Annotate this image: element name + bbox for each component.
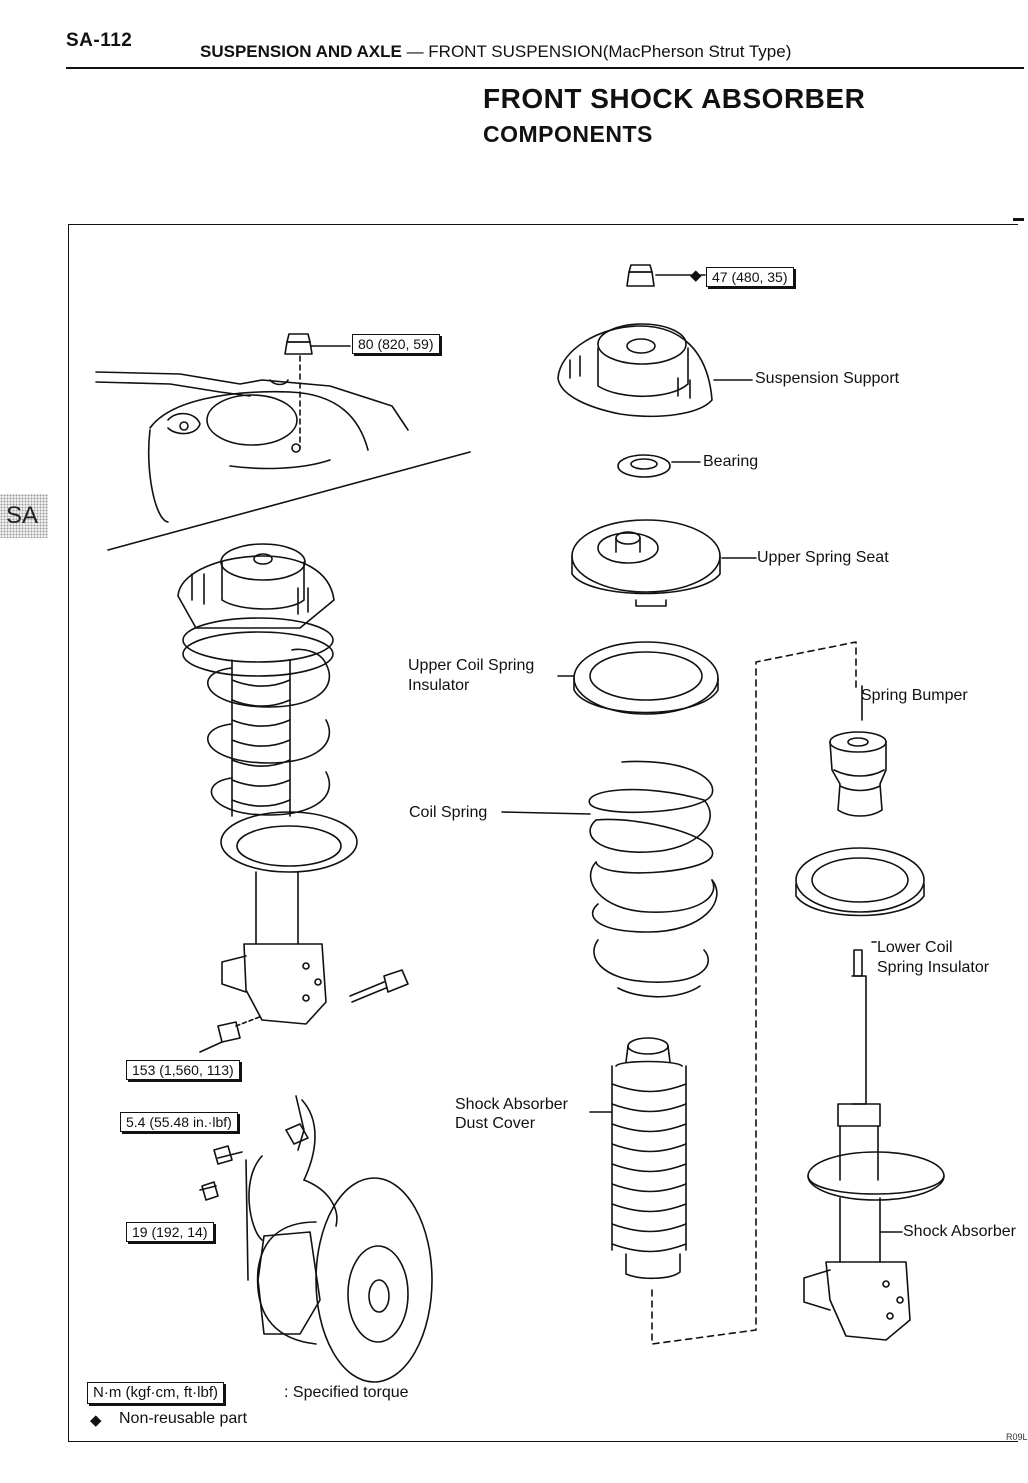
- bearing-drawing: [618, 455, 700, 477]
- assembled-strut: [178, 544, 357, 1024]
- drawing-code: R09L: [1006, 1432, 1028, 1442]
- label-shock-absorber-dust-cover-2: Dust Cover: [455, 1115, 536, 1132]
- label-upper-coil-spring-insulator-1: Upper Coil Spring: [408, 657, 535, 674]
- subsection-title: FRONT SUSPENSION(MacPherson Strut Type): [428, 42, 792, 61]
- strut-upper-nut: [285, 334, 350, 354]
- header-rule: [66, 67, 1024, 69]
- diagram-frame: [68, 224, 1018, 1442]
- nonreusable-marker: ◆: [690, 267, 702, 284]
- coil-spring-drawing: [502, 761, 717, 996]
- page-subtitle: COMPONENTS: [483, 121, 653, 147]
- label-suspension-support: Suspension Support: [755, 370, 900, 387]
- label-bearing: Bearing: [703, 453, 759, 470]
- label-upper-spring-seat: Upper Spring Seat: [757, 549, 889, 566]
- torque-box-strut-upper: 80 (820, 59): [352, 334, 440, 354]
- torque-box-piston-rod-nut: 47 (480, 35): [706, 267, 794, 287]
- legend-torque-unit: N·m (kgf·cm, ft·lbf): [87, 1382, 224, 1404]
- section-title: SUSPENSION AND AXLE: [200, 42, 402, 61]
- legend-diamond-icon: ◆: [90, 1412, 102, 1429]
- lower-coil-spring-insulator-drawing: [796, 848, 924, 942]
- section-header: SUSPENSION AND AXLE — FRONT SUSPENSION(M…: [200, 42, 791, 62]
- piston-rod-nut: [627, 265, 705, 286]
- brake-assembly: [200, 1096, 432, 1382]
- label-lower-coil-spring-insulator-2: Spring Insulator: [877, 959, 990, 976]
- torque-box-sensor-bolt: 19 (192, 14): [126, 1222, 214, 1242]
- upper-coil-spring-insulator-drawing: [558, 642, 718, 714]
- label-shock-absorber: Shock Absorber: [903, 1223, 1016, 1240]
- shock-absorber-drawing: [804, 950, 944, 1340]
- page-title: FRONT SHOCK ABSORBER: [483, 83, 866, 114]
- label-spring-bumper: Spring Bumper: [861, 687, 968, 704]
- label-lower-coil-spring-insulator-1: Lower Coil: [877, 939, 953, 956]
- suspension-support-drawing: [558, 324, 752, 416]
- strut-tower-body: [96, 356, 470, 550]
- knuckle-nut: [200, 1016, 262, 1052]
- header-separator: —: [406, 42, 424, 61]
- frame-corner-mark: [1013, 218, 1024, 221]
- spring-bumper-drawing: [830, 732, 886, 816]
- legend-torque-description: : Specified torque: [284, 1384, 409, 1401]
- label-upper-coil-spring-insulator-2: Insulator: [408, 677, 470, 694]
- torque-box-knuckle-bolt: 153 (1,560, 113): [126, 1060, 240, 1080]
- label-shock-absorber-dust-cover-1: Shock Absorber: [455, 1096, 568, 1113]
- legend-nonreusable-description: Non-reusable part: [119, 1410, 248, 1427]
- upper-spring-seat-drawing: [572, 520, 756, 606]
- torque-box-hose-bracket: 5.4 (55.48 in.·lbf): [120, 1112, 238, 1132]
- side-tab-label: SA: [6, 502, 39, 529]
- label-coil-spring: Coil Spring: [409, 804, 488, 821]
- dust-cover-drawing: [590, 1038, 686, 1278]
- page-number: SA-112: [66, 30, 133, 51]
- knuckle-bolt: [350, 970, 408, 1002]
- section-side-tab[interactable]: SA: [0, 494, 48, 538]
- assembly-dashed-line: [652, 642, 856, 1344]
